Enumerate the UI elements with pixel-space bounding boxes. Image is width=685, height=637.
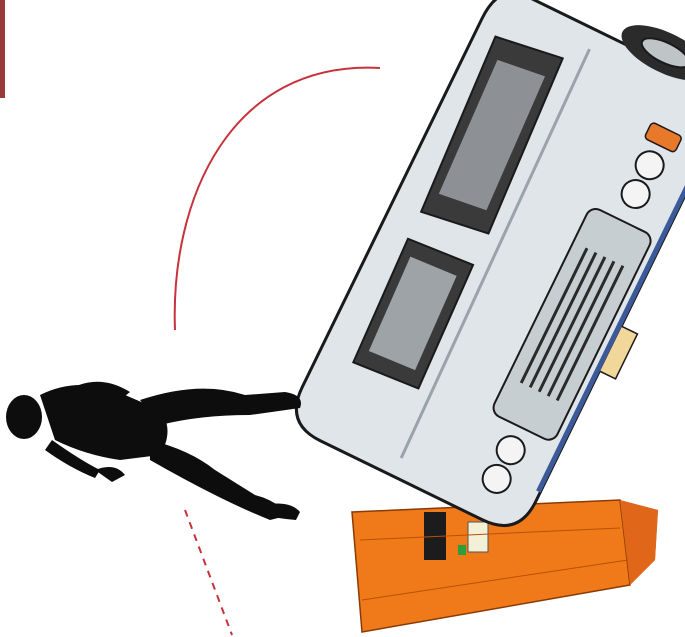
pedestrian-silhouette-icon xyxy=(6,382,301,520)
dashed-line xyxy=(185,510,232,635)
car-flipped-icon xyxy=(285,0,685,574)
